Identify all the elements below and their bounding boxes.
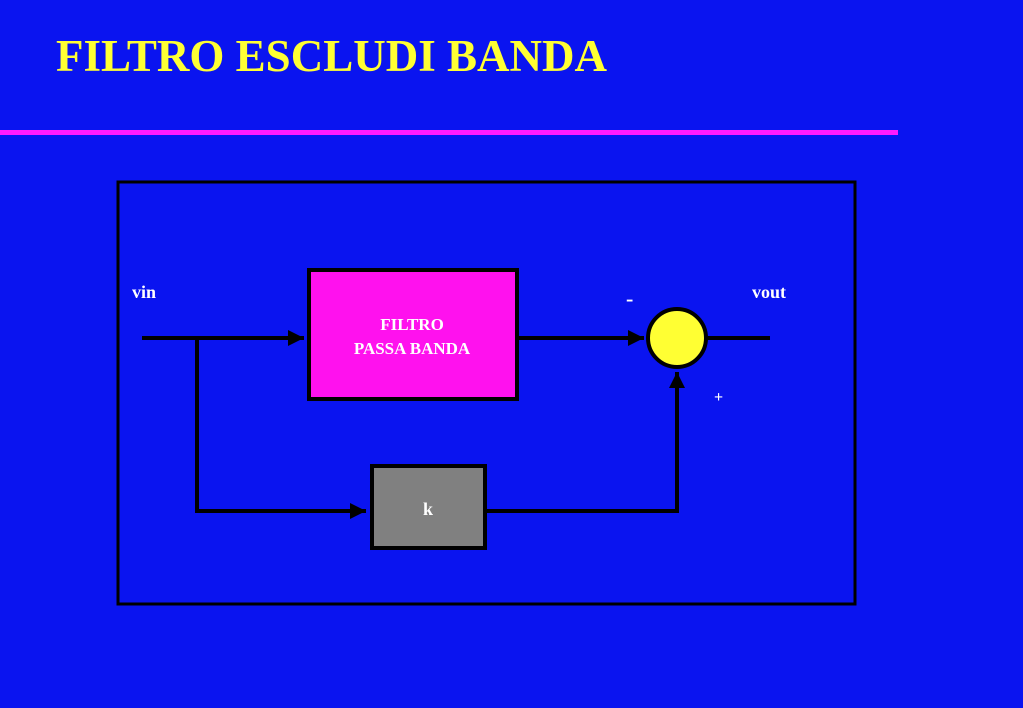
summing-junction: [646, 307, 708, 369]
input-label-vin: vin: [132, 282, 156, 302]
slide-title: FILTRO ESCLUDI BANDA: [56, 31, 607, 81]
signal-wires: [142, 330, 770, 519]
gain-label: k: [423, 499, 433, 519]
bandpass-filter-block: FILTRO PASSA BANDA: [307, 268, 519, 401]
gain-to-sum-wire: [487, 372, 685, 513]
bandpass-label-line1: FILTRO: [380, 315, 444, 334]
plus-sign: +: [714, 389, 723, 406]
bandpass-label-line2: PASSA BANDA: [354, 339, 471, 358]
feedforward-branch-wire: [195, 338, 366, 519]
output-label-vout: vout: [752, 282, 786, 302]
gain-block: k: [370, 464, 487, 550]
title-divider: [0, 130, 898, 135]
minus-sign: -: [626, 286, 633, 311]
diagram-frame: [116, 180, 857, 606]
